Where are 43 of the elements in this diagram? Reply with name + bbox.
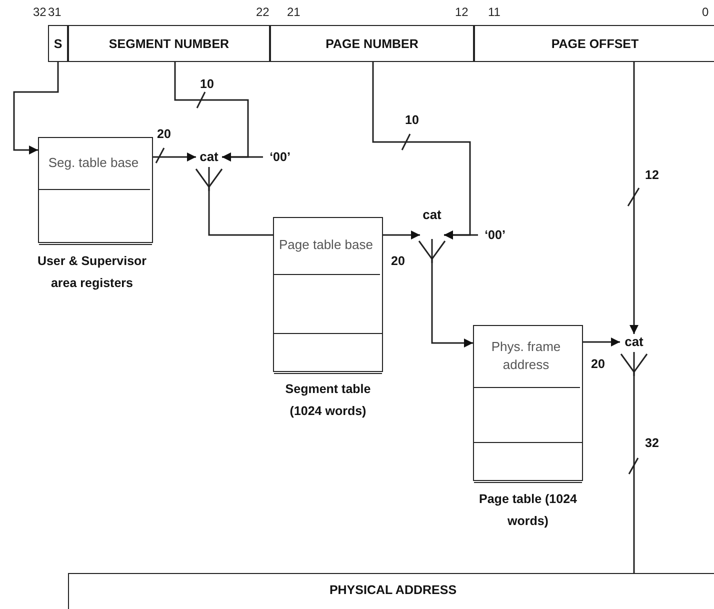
bit-number: 11 bbox=[488, 5, 500, 19]
bit-number: 22 bbox=[256, 5, 270, 19]
bit-number: 0 bbox=[702, 5, 709, 19]
arrow bbox=[153, 152, 196, 162]
arrow bbox=[418, 239, 473, 348]
arrow bbox=[195, 167, 273, 236]
bit-field: PHYSICAL ADDRESS bbox=[68, 573, 714, 609]
edge-label: 20 bbox=[156, 127, 172, 141]
edge-label: 32 bbox=[644, 436, 660, 450]
edge-label: 20 bbox=[590, 357, 606, 371]
arrow bbox=[444, 230, 478, 240]
memory-table bbox=[273, 217, 383, 372]
bit-number: 31 bbox=[48, 5, 62, 19]
bit-number: 12 bbox=[455, 5, 468, 19]
bit-number: 32 bbox=[33, 5, 46, 19]
arrow bbox=[620, 352, 648, 573]
memory-table bbox=[38, 137, 153, 243]
bit-field: S bbox=[48, 25, 68, 62]
bit-field: PAGE OFFSET bbox=[474, 25, 714, 62]
arrow bbox=[630, 62, 638, 334]
edge-label: 10 bbox=[404, 113, 420, 127]
table-caption: Page table (1024 words) bbox=[478, 491, 578, 530]
constant-label: ‘00’ bbox=[263, 149, 297, 165]
table-caption: User & Supervisor area registers bbox=[36, 253, 148, 292]
constant-label: ‘00’ bbox=[478, 227, 512, 243]
edge-label: 12 bbox=[644, 168, 660, 182]
arrow bbox=[222, 152, 263, 162]
operator-label: cat bbox=[198, 149, 220, 165]
arrow bbox=[13, 62, 59, 154]
bit-field: SEGMENT NUMBER bbox=[68, 25, 270, 62]
operator-label: cat bbox=[422, 207, 442, 223]
table-entry: Page table base bbox=[272, 216, 380, 274]
arrow bbox=[583, 338, 620, 346]
bit-number: 21 bbox=[287, 5, 300, 19]
bit-field: PAGE NUMBER bbox=[270, 25, 474, 62]
edge-label: 10 bbox=[199, 77, 215, 91]
table-entry: Seg. table base bbox=[38, 136, 150, 190]
table-caption: Segment table (1024 words) bbox=[284, 381, 372, 420]
memory-table bbox=[473, 325, 583, 481]
edge-label: 20 bbox=[390, 254, 406, 268]
operator-label: cat bbox=[624, 334, 644, 350]
table-entry: Phys. frame address bbox=[472, 324, 580, 388]
arrow bbox=[383, 230, 420, 240]
